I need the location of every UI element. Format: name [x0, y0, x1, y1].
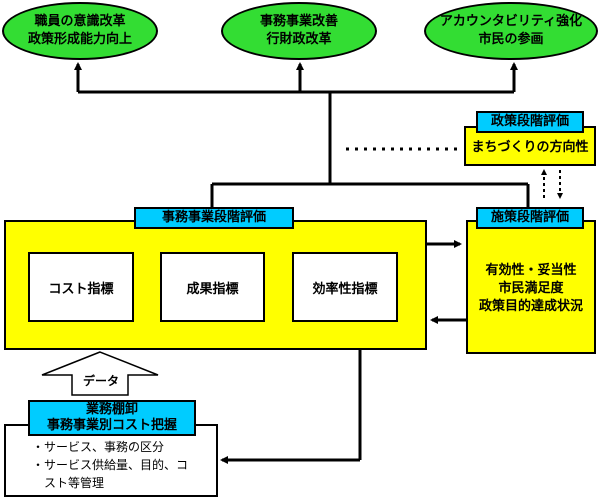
- project-eval-title: 事務事業段階評価: [134, 207, 294, 229]
- oval-project-improvement-line2: 行財政改革: [266, 32, 332, 47]
- cost-indicator-label: コスト指標: [48, 281, 114, 297]
- data-hollow-arrow: [41, 351, 159, 396]
- oval-accountability-line1: アカウンタビリティ強化: [439, 14, 583, 29]
- inventory-title-line1: 業務棚卸: [85, 402, 138, 417]
- result-indicator-box: 成果指標: [160, 252, 265, 322]
- oval-accountability: アカウンタビリティ強化 市民の参画: [424, 2, 598, 60]
- project-eval-title-text: 事務事業段階評価: [161, 210, 266, 225]
- oval-project-improvement-line1: 事務事業改善: [259, 14, 338, 29]
- measure-eval-line-3: 政策目的達成状況: [478, 299, 583, 314]
- inventory-title: 業務棚卸 事務事業別コスト把握: [28, 400, 196, 436]
- inventory-bullet-1: ・サービス、事務の区分: [32, 440, 165, 454]
- policy-eval-subtitle: まちづくりの方向性: [471, 140, 589, 155]
- data-arrow-label: データ: [82, 374, 119, 388]
- efficiency-indicator-label: 効率性指標: [312, 281, 378, 297]
- cost-indicator-box: コスト指標: [28, 252, 134, 322]
- policy-eval-title-text: 政策段階評価: [490, 114, 569, 129]
- oval-accountability-line2: 市民の参画: [478, 32, 544, 47]
- measure-eval-box: 有効性・妥当性 市民満足度 政策目的達成状況: [466, 220, 596, 354]
- policy-eval-title: 政策段階評価: [476, 111, 584, 133]
- measure-eval-title-text: 施策段階評価: [490, 210, 569, 225]
- measure-eval-line-2: 市民満足度: [498, 281, 564, 296]
- oval-project-improvement: 事務事業改善 行財政改革: [221, 2, 377, 60]
- result-indicator-label: 成果指標: [186, 281, 239, 297]
- inventory-bullet-3: スト等管理: [44, 476, 105, 490]
- oval-staff-awareness-line2: 政策形成能力向上: [27, 32, 132, 47]
- measure-eval-line-1: 有効性・妥当性: [485, 263, 577, 278]
- oval-staff-awareness: 職員の意識改革 政策形成能力向上: [2, 2, 158, 60]
- inventory-bullet-2: ・サービス供給量、目的、コ: [32, 458, 189, 472]
- oval-staff-awareness-line1: 職員の意識改革: [34, 14, 126, 29]
- measure-eval-title: 施策段階評価: [476, 207, 584, 229]
- efficiency-indicator-box: 効率性指標: [292, 252, 398, 322]
- inventory-title-line2: 事務事業別コスト把握: [46, 418, 177, 433]
